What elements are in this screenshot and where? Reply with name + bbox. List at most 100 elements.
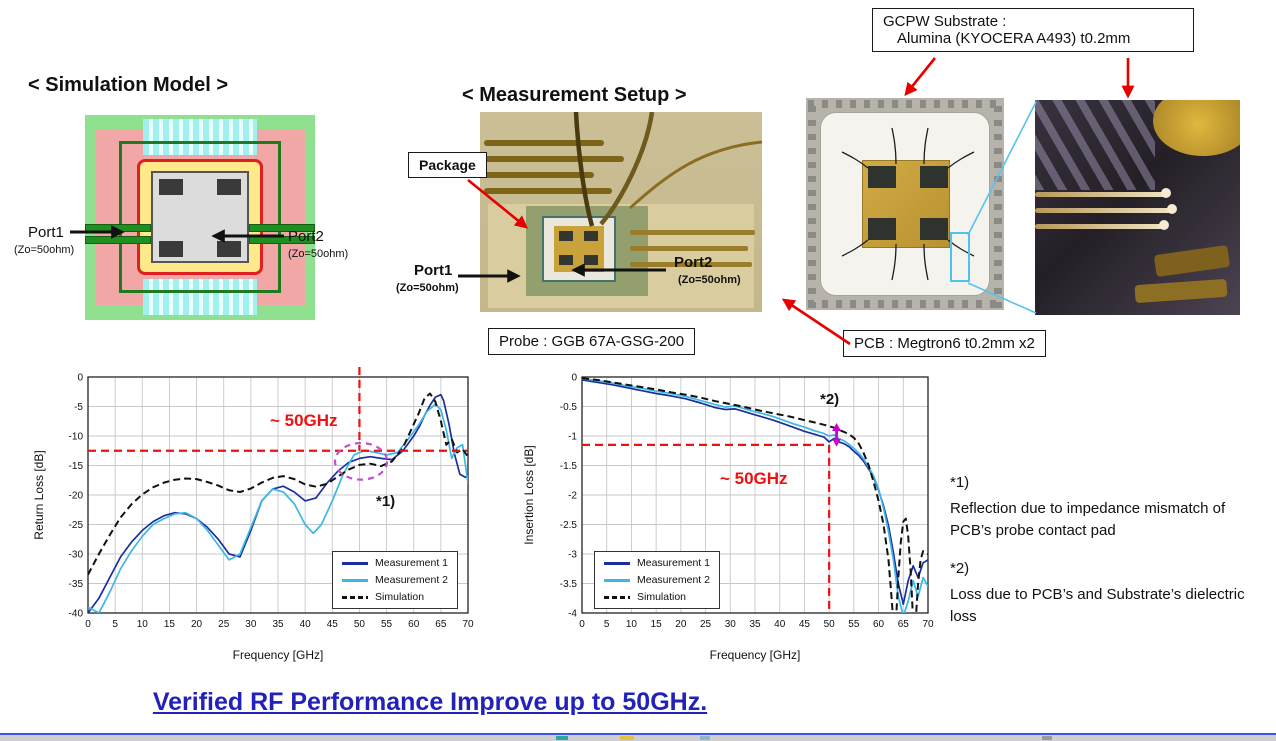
svg-text:-35: -35 — [69, 579, 84, 590]
gold-epoxy-blob — [1153, 100, 1240, 156]
legend-label: Simulation — [375, 591, 425, 603]
svg-text:10: 10 — [137, 619, 149, 630]
svg-text:-3.5: -3.5 — [560, 579, 578, 590]
svg-text:60: 60 — [873, 619, 885, 630]
substrate-texture — [1035, 100, 1155, 190]
svg-text:0: 0 — [77, 373, 83, 384]
measurement2-line-swatch — [342, 578, 369, 582]
arrow-gcpw-to-package-photo — [904, 57, 937, 97]
package-leads-bottom — [808, 300, 1002, 308]
svg-text:40: 40 — [300, 619, 312, 630]
sim-ground-frame — [119, 141, 281, 293]
gcpw-callout-line2: Alumina (KYOCERA A493) t0.2mm — [897, 30, 1131, 47]
legend-item: Measurement 1 — [604, 557, 710, 569]
svg-text:50: 50 — [824, 619, 836, 630]
simulation-line-swatch — [604, 595, 630, 599]
svg-text:60: 60 — [408, 619, 420, 630]
svg-text:70: 70 — [922, 619, 934, 630]
meas-port1-label: Port1 — [414, 262, 453, 279]
bond-wire — [1035, 192, 1165, 197]
freq-annotation-50ghz: ~ 50GHz — [720, 469, 788, 488]
svg-text:0: 0 — [579, 619, 585, 630]
svg-text:5: 5 — [112, 619, 118, 630]
svg-text:-40: -40 — [69, 609, 84, 620]
die — [559, 231, 573, 241]
wire-ball — [1167, 204, 1177, 214]
legend-label: Measurement 1 — [637, 557, 710, 569]
gcpw-callout-line1: GCPW Substrate : — [883, 13, 1007, 30]
svg-text:0: 0 — [85, 619, 91, 630]
meas-port2-impedance: (Zo=50ohm) — [678, 274, 741, 286]
die — [559, 255, 573, 265]
note2-title: *2) — [950, 560, 970, 577]
simulation-model-diagram — [85, 115, 315, 320]
measurement1-line-swatch — [342, 561, 369, 565]
sim-trace-left-1 — [85, 224, 151, 232]
svg-text:-4: -4 — [568, 609, 577, 620]
svg-text:25: 25 — [700, 619, 712, 630]
legend-item: Simulation — [342, 591, 448, 603]
svg-text:25: 25 — [218, 619, 230, 630]
legend-label: Measurement 2 — [375, 574, 448, 586]
legend-item: Measurement 2 — [604, 574, 710, 586]
svg-text:35: 35 — [272, 619, 284, 630]
svg-text:5: 5 — [604, 619, 610, 630]
zoom-region-box — [950, 232, 970, 282]
taskbar-sliver — [0, 735, 1276, 741]
gcpw-substrate-callout: GCPW Substrate : Alumina (KYOCERA A493) … — [872, 8, 1194, 52]
note-ref-2: *2) — [820, 391, 840, 408]
insertion-loss-legend: Measurement 1 Measurement 2 Simulation — [594, 551, 720, 609]
note2-text: Loss due to PCB’s and Substrate’s dielec… — [950, 586, 1245, 625]
probe-wire — [628, 140, 762, 210]
probe-needle-left — [573, 112, 595, 227]
substrate-trace — [484, 156, 624, 162]
svg-text:70: 70 — [462, 619, 474, 630]
gold-pad — [1153, 244, 1231, 278]
svg-text:-2: -2 — [568, 491, 577, 502]
svg-text:0: 0 — [571, 373, 577, 384]
package-leads-left — [808, 100, 816, 308]
svg-text:-10: -10 — [69, 432, 84, 443]
svg-text:-20: -20 — [69, 491, 84, 502]
chip-die — [868, 166, 896, 188]
chip-die — [920, 218, 948, 240]
chip-die — [920, 166, 948, 188]
svg-text:55: 55 — [381, 619, 393, 630]
package-top-photo — [806, 98, 1004, 310]
svg-text:-15: -15 — [69, 461, 84, 472]
note1-title: *1) — [950, 474, 970, 491]
svg-text:-3: -3 — [568, 550, 577, 561]
meas-port1-impedance: (Zo=50ohm) — [396, 282, 459, 294]
svg-text:Frequency [GHz]: Frequency [GHz] — [233, 648, 324, 662]
chip-die — [868, 218, 896, 240]
freq-annotation-50ghz: ~ 50GHz — [270, 411, 338, 430]
svg-text:20: 20 — [191, 619, 203, 630]
package-callout: Package — [408, 152, 487, 178]
legend-label: Measurement 2 — [637, 574, 710, 586]
substrate-trace — [484, 172, 594, 178]
sim-chip-3 — [159, 241, 183, 257]
package-leads-top — [808, 100, 1002, 108]
pcb-trace — [630, 262, 752, 267]
svg-text:Frequency [GHz]: Frequency [GHz] — [710, 648, 801, 662]
die — [584, 231, 598, 241]
taskbar-speck — [556, 736, 568, 740]
sim-cpw-comb-bottom — [143, 279, 257, 315]
sim-trace-right-1 — [249, 224, 315, 232]
wire-ball — [1159, 220, 1169, 230]
pcb-trace — [630, 246, 748, 251]
probe-needle-right — [599, 112, 655, 226]
slide-conclusion: Verified RF Performance Improve up to 50… — [152, 688, 708, 716]
legend-item: Measurement 2 — [342, 574, 448, 586]
sim-chip-1 — [159, 179, 183, 195]
sim-port1-label: Port1 — [28, 224, 64, 241]
window-edge-line — [0, 733, 1276, 735]
taskbar-speck — [620, 736, 634, 740]
meas-port2-label: Port2 — [674, 254, 713, 271]
sim-chip-4 — [217, 241, 241, 257]
sim-port2-label: Port2 — [288, 228, 324, 245]
taskbar-speck — [1042, 736, 1052, 740]
